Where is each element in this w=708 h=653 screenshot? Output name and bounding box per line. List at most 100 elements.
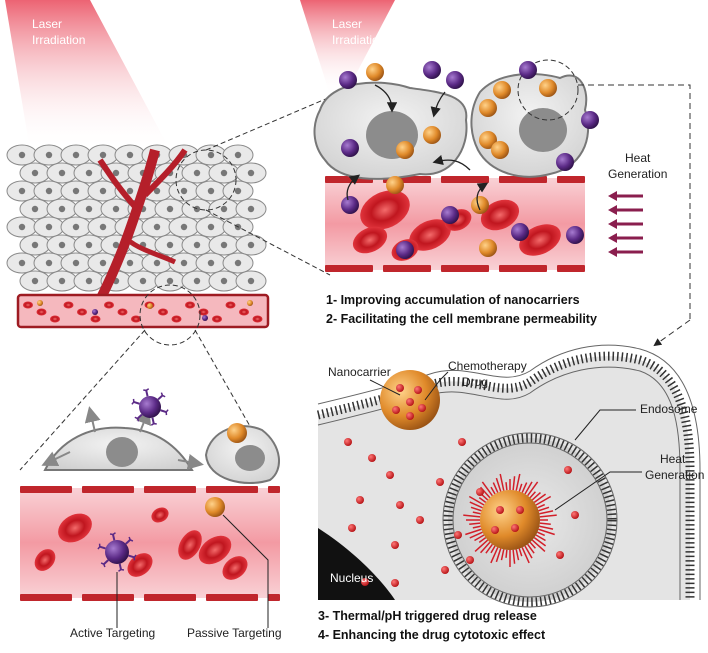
laser-beam-right (300, 0, 395, 95)
zoom-line-3 (19, 329, 146, 471)
heat-fiber (537, 531, 546, 537)
ligand-stalk (128, 554, 135, 559)
vessel-branch-lower (126, 238, 177, 265)
released-drugs (344, 438, 579, 587)
drug-molecule (348, 524, 356, 532)
heat-fiber (472, 525, 481, 529)
heat-fiber (521, 482, 528, 493)
ligand-head (118, 568, 125, 572)
tissue-nucleus (234, 187, 242, 195)
uptake-arrow-2 (430, 91, 446, 118)
heat-fiber (495, 477, 502, 492)
ligand-stalk (99, 545, 106, 550)
small-red-blood-cell (198, 308, 209, 316)
red-blood-cell (58, 513, 92, 543)
drug-molecule (441, 566, 449, 574)
heat-fiber (478, 537, 487, 543)
drug-molecule (392, 406, 400, 414)
ligand-head (150, 422, 157, 426)
heat-fiber (539, 510, 554, 515)
drug-molecule (406, 398, 414, 406)
heat-fiber (535, 534, 546, 542)
heat-fiber (533, 537, 547, 547)
uptake-arrow-3 (432, 154, 471, 171)
nucleus-cell-2 (519, 108, 567, 152)
red-blood-cell (34, 549, 56, 571)
vessel-wall-segment (82, 594, 134, 601)
drug-molecule (511, 524, 519, 532)
chemo-pointer (424, 371, 449, 401)
purple-nanoparticle (446, 71, 464, 89)
orange-nanoparticle (396, 141, 414, 159)
zoom-line-1 (205, 94, 336, 151)
heat-arrow-head (608, 191, 617, 201)
heat-fiber (470, 506, 482, 512)
purple-nanoparticle (556, 153, 574, 171)
tissue-nucleus (85, 277, 93, 285)
heat-arrow-head (608, 247, 617, 257)
purple-nanoparticle (341, 139, 359, 157)
top-nanoparticles (339, 61, 599, 261)
tissue-nucleus (193, 277, 201, 285)
tissue-nucleus (45, 259, 53, 267)
vessel-wall-segment (82, 486, 134, 493)
ligand-head (165, 409, 169, 416)
tissue-nucleus (207, 223, 215, 231)
heat-arrow-head (608, 219, 617, 229)
ligand-core (139, 396, 161, 418)
orange-nanoparticle (479, 239, 497, 257)
laser-label-right-line1: Laser (332, 17, 362, 31)
vessel-wall-segment (499, 176, 547, 183)
ligand-stalk (133, 401, 140, 405)
red-blood-cell (409, 219, 451, 251)
vessel-wall-segment (268, 486, 280, 493)
drug-molecule (466, 556, 474, 564)
red-blood-cell (480, 199, 520, 231)
heat-fiber (490, 545, 496, 554)
ligand-stalk (125, 539, 131, 545)
tissue-nucleus (72, 151, 80, 159)
small-red-blood-cell (158, 308, 168, 316)
tissue-nucleus (207, 187, 215, 195)
tissue-nucleus (99, 187, 107, 195)
purple-nanoparticle (519, 61, 537, 79)
uptake-arrow-1 (374, 84, 398, 113)
tissue-nucleus (234, 259, 242, 267)
heat-fiber (518, 548, 523, 557)
vessel-wall-segment (206, 594, 258, 601)
heat-fiber (515, 549, 520, 561)
ligand-nanoparticle-top (131, 388, 169, 426)
passive-particle-top (227, 423, 247, 443)
drug-molecule (361, 578, 369, 586)
red-blood-cell (222, 556, 248, 580)
vessel-wall-segment (144, 594, 196, 601)
heat-label-top-line2: Generation (608, 167, 667, 181)
tissue-nucleus (18, 151, 26, 159)
purple-nanoparticle (423, 61, 441, 79)
nucleus-region (318, 528, 395, 600)
drug-molecule (496, 506, 504, 514)
tissue-nucleus (99, 259, 107, 267)
heat-fiber (490, 486, 496, 495)
tissue-nucleus (85, 241, 93, 249)
tissue-nucleus (153, 259, 161, 267)
tissue-nucleus (31, 205, 39, 213)
zoom-circle-tissue (175, 149, 237, 211)
vessel-wall-segment (325, 265, 373, 272)
chemo-label-line1: Chemotherapy (448, 359, 527, 373)
red-blood-cell (151, 507, 169, 523)
small-red-blood-cell (50, 315, 60, 323)
ligand-head (160, 392, 166, 398)
vessel-wall-segment (383, 265, 431, 272)
tissue-nucleus (220, 169, 228, 177)
ligand-stalk (118, 563, 122, 570)
tissue-nucleus (58, 277, 66, 285)
drug-molecule (386, 471, 394, 479)
ligand-head (97, 543, 101, 550)
small-red-blood-cell (23, 301, 33, 309)
heat-fiber (463, 514, 481, 518)
heat-fiber (539, 522, 551, 526)
tissue-nucleus (247, 169, 255, 177)
drug-molecule (414, 386, 422, 394)
